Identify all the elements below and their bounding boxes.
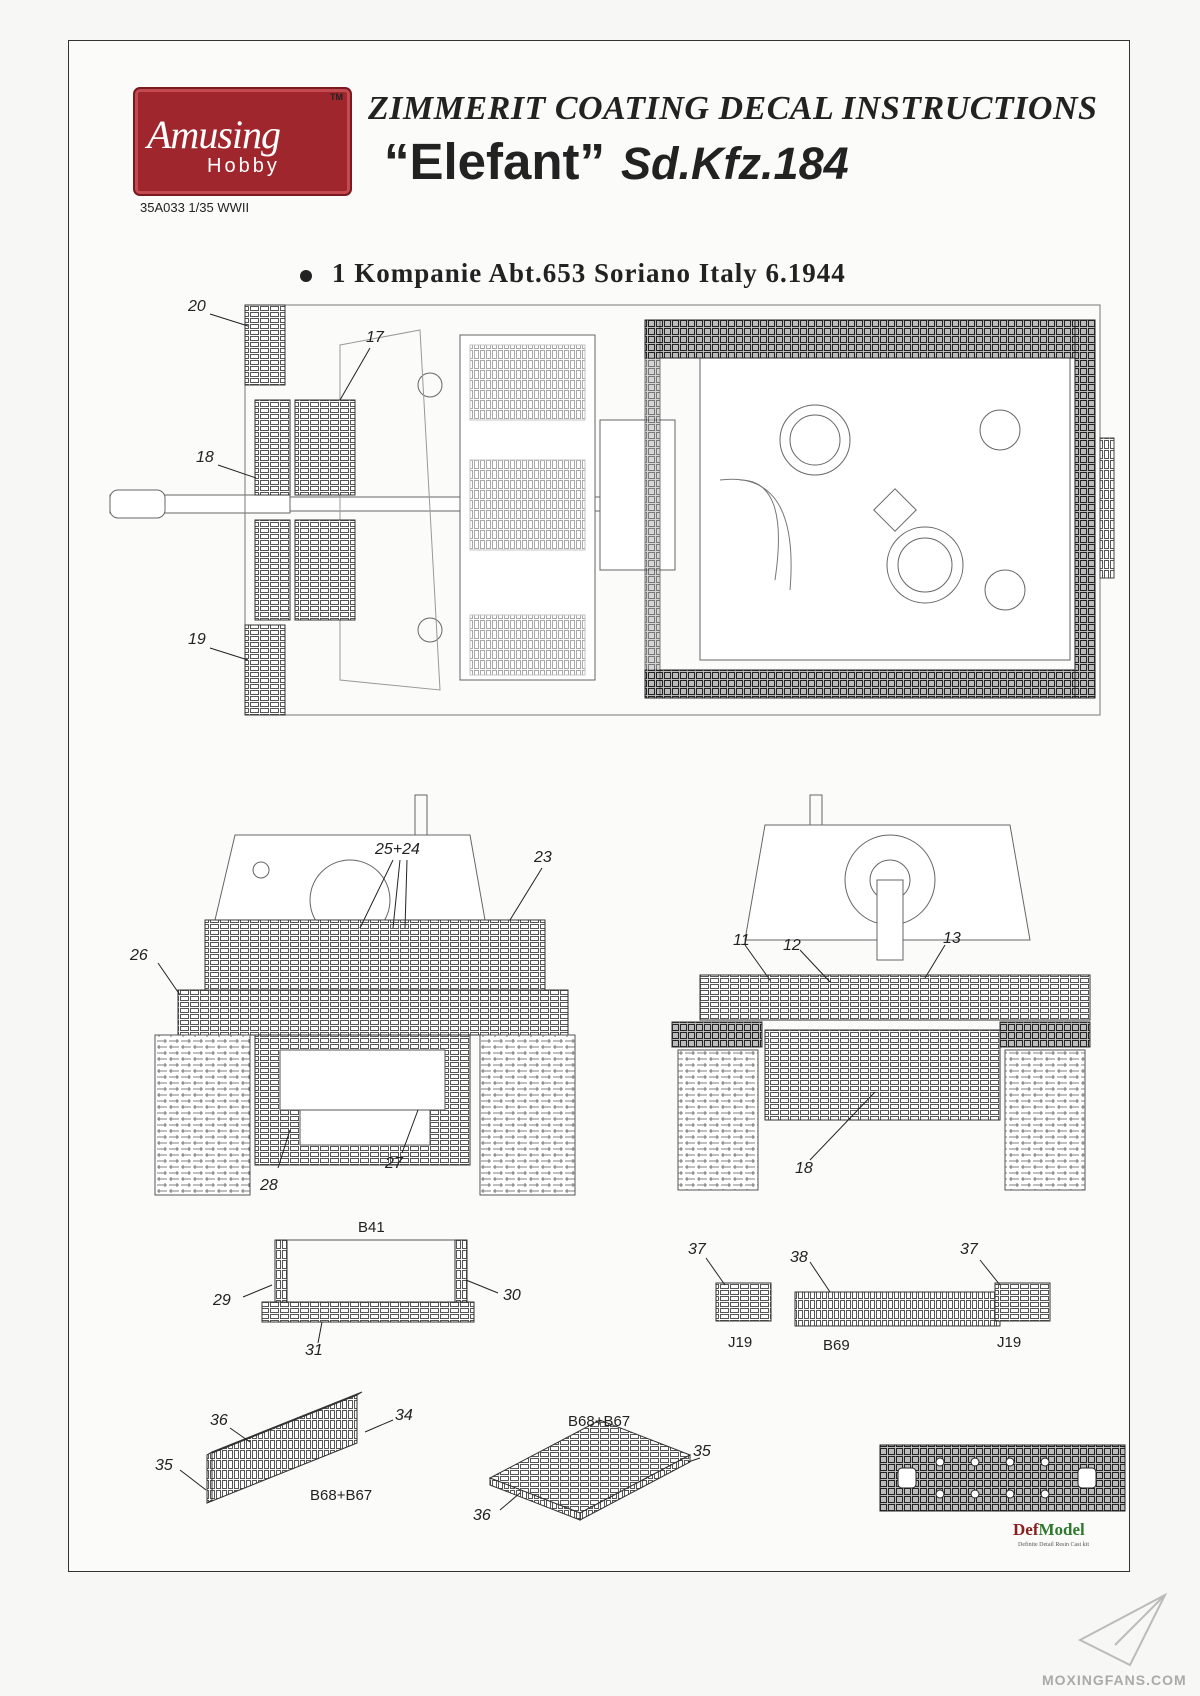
callout-31: 31 [305, 1342, 323, 1359]
rear-view-drawing [154, 794, 576, 1196]
vehicle-name: “Elefant” [384, 133, 606, 190]
part-code-b41: B41 [358, 1219, 385, 1236]
callout-37-left: 37 [688, 1241, 707, 1258]
callout-23: 23 [533, 849, 552, 866]
amusing-hobby-logo: Amusing Hobby [133, 87, 352, 196]
defmodel-tagline: Definite Detail Resin Cast kit [1018, 1542, 1089, 1548]
logo-main-text: Amusing [147, 112, 281, 157]
callout-36-right: 36 [473, 1507, 491, 1524]
callout-35-left: 35 [155, 1457, 173, 1474]
callout-20: 20 [187, 298, 206, 315]
muzzle-brake [109, 489, 166, 519]
part-code-j19-right: J19 [997, 1334, 1021, 1351]
callout-35-right: 35 [693, 1443, 711, 1460]
iso-right-drawing [488, 1419, 701, 1521]
callout-36-left: 36 [210, 1412, 228, 1429]
vehicle-title: “Elefant” Sd.Kfz.184 [384, 132, 849, 191]
callout-38: 38 [790, 1249, 808, 1266]
scheme-unit: 1 Kompanie Abt.653 Soriano Italy 6.1944 [332, 258, 846, 288]
callout-18: 18 [196, 449, 214, 466]
callout-25-24: 25+24 [374, 841, 420, 858]
scheme-heading: 1 Kompanie Abt.653 Soriano Italy 6.1944 [300, 258, 846, 289]
callout-29: 29 [212, 1292, 231, 1309]
box-b41-drawing [242, 1239, 499, 1344]
callout-17: 17 [366, 329, 385, 346]
part-code-j19-left: J19 [728, 1334, 752, 1351]
trademark-mark: TM [330, 92, 343, 102]
kit-code: 35A033 1/35 WWII [140, 200, 250, 215]
instructions-title: ZIMMERIT COATING DECAL INSTRUCTIONS [368, 90, 1098, 127]
callout-26: 26 [129, 947, 148, 964]
callout-12: 12 [783, 937, 801, 954]
top-view-callouts [209, 313, 371, 661]
strips-drawing [705, 1257, 1051, 1327]
part-code-iso-right: B68+B67 [568, 1413, 630, 1430]
bullet-icon [300, 269, 312, 282]
paper-plane-watermark-icon [1077, 1592, 1168, 1667]
callout-18-front: 18 [795, 1160, 813, 1177]
defmodel-name-accent: Model [1038, 1520, 1085, 1539]
top-view-drawing [109, 304, 1115, 716]
callout-13: 13 [943, 930, 961, 947]
front-view-callouts [744, 944, 946, 1161]
defmodel-sample-sheet [879, 1444, 1126, 1512]
front-view-drawing [671, 794, 1091, 1191]
defmodel-name-main: Def [1013, 1520, 1039, 1539]
callout-27: 27 [384, 1155, 404, 1172]
vehicle-designation: Sd.Kfz.184 [621, 138, 849, 189]
callout-19: 19 [188, 631, 206, 648]
callout-11: 11 [733, 932, 750, 949]
logo-sub-text: Hobby [207, 155, 280, 177]
callout-34: 34 [395, 1407, 413, 1424]
rear-view-callouts [157, 859, 543, 1169]
callout-37-right: 37 [960, 1241, 979, 1258]
callout-28: 28 [259, 1177, 278, 1194]
callout-30: 30 [503, 1287, 521, 1304]
part-code-b69: B69 [823, 1337, 850, 1354]
part-code-iso-left: B68+B67 [310, 1487, 372, 1504]
site-watermark: MOXINGFANS.COM [1042, 1672, 1187, 1688]
iso-left-drawing [179, 1391, 394, 1504]
defmodel-logo: DefModel [1013, 1520, 1085, 1540]
